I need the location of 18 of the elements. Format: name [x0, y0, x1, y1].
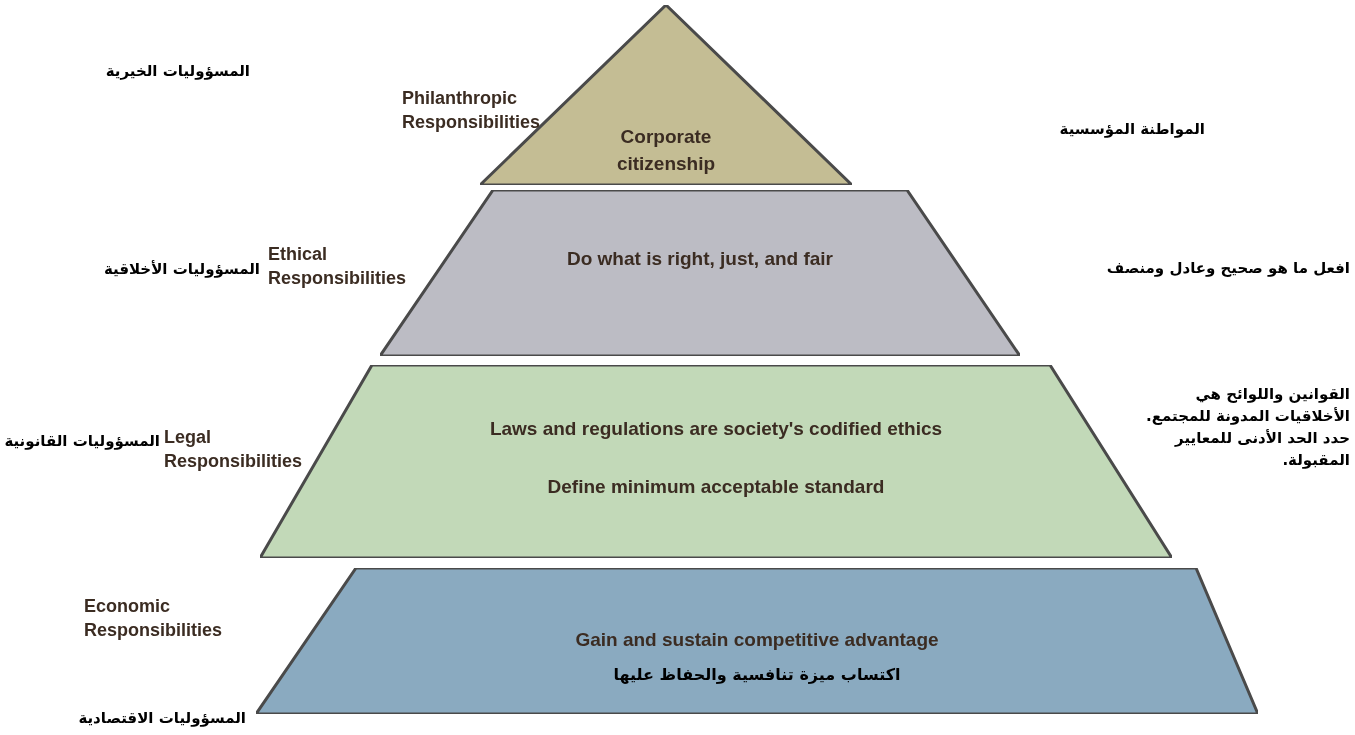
tier-text: Laws and regulations are society's codified ethics [489, 417, 943, 441]
tier-text: Do what is right, just, and fair [567, 247, 833, 271]
tier-heading: Philanthropic Responsibilities [402, 87, 542, 134]
tier-text: Gain and sustain competitive advantage [575, 628, 939, 652]
tier-heading: Ethical Responsibilities [268, 243, 408, 290]
translation-text: المسؤوليات الأخلاقية [102, 259, 260, 280]
tier-heading: Legal Responsibilities [164, 426, 304, 473]
pyramid-tier [256, 568, 1258, 714]
tier-text: Define minimum acceptable standard [547, 475, 885, 499]
translation-text: المسؤوليات القانونية [4, 431, 160, 452]
translation-text: القوانين واللوائح هي الأخلاقيات المدونة للمجتمع. حدد الحد الأدنى للمعايير المقبولة. [1145, 384, 1350, 471]
translation-text: المسؤوليات الاقتصادية [77, 708, 246, 729]
tier-text: Corporate citizenship [615, 125, 717, 176]
translation-text: المسؤوليات الخيرية [104, 61, 250, 82]
translation-text: افعل ما هو صحيح وعادل ومنصف [1105, 258, 1350, 279]
tier-text: اكتساب ميزة تنافسية والحفاظ عليها [613, 664, 901, 686]
translation-text: المواطنة المؤسسية [1058, 119, 1205, 140]
tier-heading: Economic Responsibilities [84, 595, 224, 642]
